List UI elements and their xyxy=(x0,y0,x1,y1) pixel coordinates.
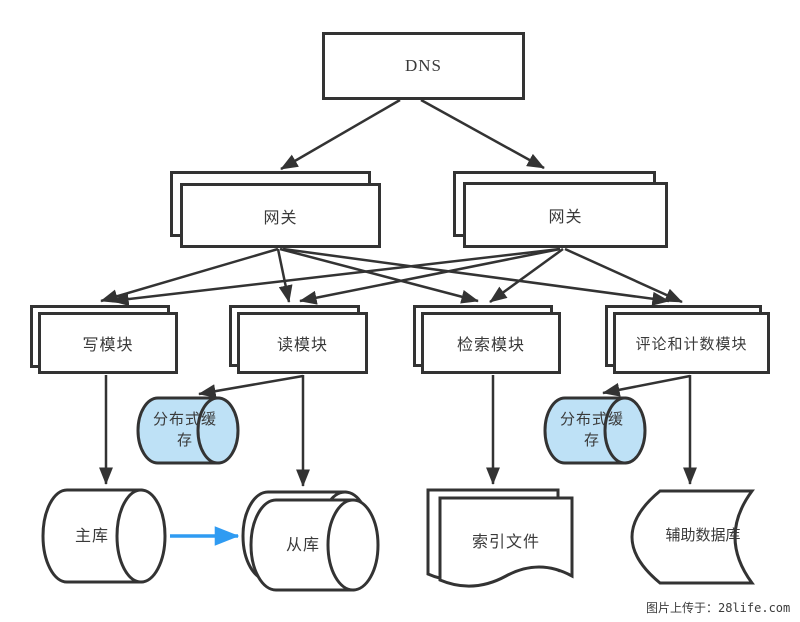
aux-db-label: 辅助数据库 xyxy=(665,527,741,544)
node-search-module: 检索模块 xyxy=(421,312,561,374)
node-gateway-right-label: 网关 xyxy=(548,209,583,226)
node-read-module-label: 读模块 xyxy=(276,337,328,354)
edge-gwl-write xyxy=(100,247,279,304)
node-write-module-label: 写模块 xyxy=(82,337,134,354)
edge-gwl-read xyxy=(276,248,293,303)
edge-gwl-comment xyxy=(282,247,670,306)
edge-comment-cache-right xyxy=(602,374,691,397)
node-gateway-left-label: 网关 xyxy=(263,209,298,227)
master-db-label: 主库 xyxy=(74,527,109,545)
edge-gwr-read xyxy=(299,247,561,305)
node-comment-count-module: 评论和计数模块 xyxy=(613,312,770,374)
node-comment-count-module-label: 评论和计数模块 xyxy=(635,336,748,353)
node-dns: DNS xyxy=(322,32,525,100)
edge-read-cache-left xyxy=(198,374,304,399)
node-read-module: 读模块 xyxy=(237,312,368,374)
cache-right-label: 分布式缓存 xyxy=(559,412,624,449)
edge-gwl-search xyxy=(279,247,479,304)
node-gateway-right: 网关 xyxy=(463,182,668,248)
node-dns-label: DNS xyxy=(404,56,442,75)
node-write-module: 写模块 xyxy=(38,312,178,374)
edge-dns-gateway-left xyxy=(280,98,401,171)
cache-left-label: 分布式缓存 xyxy=(152,412,217,449)
index-file-label: 索引文件 xyxy=(471,533,540,551)
edge-gwr-write xyxy=(111,247,561,307)
node-search-module-label: 检索模块 xyxy=(456,337,525,354)
node-gateway-left: 网关 xyxy=(180,183,381,248)
slave-db-label: 从库 xyxy=(285,536,320,554)
watermark: 图片上传于：28life.com xyxy=(646,601,791,615)
edge-gwr-search xyxy=(489,247,564,304)
edge-dns-gateway-right xyxy=(420,98,545,170)
edge-gwr-comment xyxy=(564,247,683,304)
